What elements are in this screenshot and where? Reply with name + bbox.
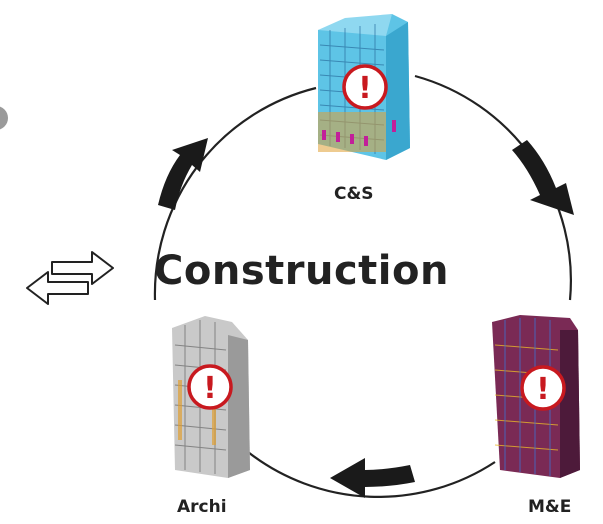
archi-label: Archi (177, 497, 227, 517)
archi-alert-icon: ! (187, 364, 233, 410)
archi-alert-symbol: ! (203, 371, 217, 406)
edge-node-icon (0, 106, 8, 130)
cs-alert-symbol: ! (358, 71, 372, 106)
cycle-arrow-right (512, 140, 574, 215)
me-label: M&E (528, 497, 572, 517)
cs-label: C&S (334, 184, 374, 204)
exchange-arrows-icon (26, 251, 114, 305)
me-alert-symbol: ! (536, 372, 550, 407)
me-alert-icon: ! (520, 365, 566, 411)
cs-alert-icon: ! (342, 64, 388, 110)
cycle-arrow-bottom (330, 458, 415, 498)
cycle-arrow-left (158, 138, 208, 210)
diagram-title: Construction (154, 248, 449, 294)
